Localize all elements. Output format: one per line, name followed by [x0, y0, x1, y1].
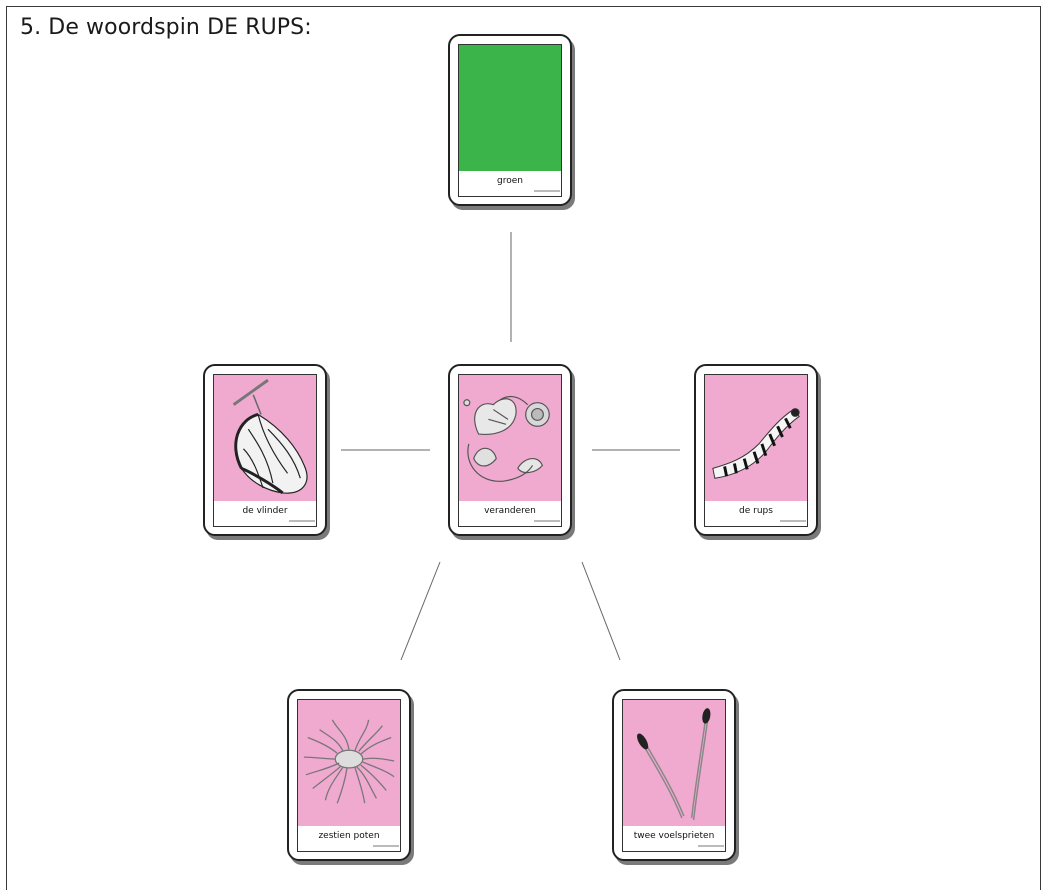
sixteen-legs-icon: [297, 699, 401, 827]
card-de-rups[interactable]: de rups: [694, 364, 818, 536]
card-footer-mark: [534, 520, 560, 522]
card-label: de vlinder: [213, 501, 317, 527]
card-twee-voelsprieten[interactable]: twee voelsprieten: [612, 689, 736, 861]
card-label: twee voelsprieten: [622, 826, 726, 852]
caterpillar-icon: [704, 374, 808, 502]
card-veranderen[interactable]: veranderen: [448, 364, 572, 536]
page-frame: [6, 6, 1041, 890]
butterfly-lifecycle-icon: [458, 374, 562, 502]
green-color-swatch-icon: [458, 44, 562, 172]
antennae-icon: [622, 699, 726, 827]
card-footer-mark: [698, 845, 724, 847]
card-footer-mark: [289, 520, 315, 522]
card-groen[interactable]: groen: [448, 34, 572, 206]
card-de-vlinder[interactable]: de vlinder: [203, 364, 327, 536]
card-footer-mark: [780, 520, 806, 522]
page-title: 5. De woordspin DE RUPS:: [20, 15, 312, 40]
card-footer-mark: [373, 845, 399, 847]
card-label: groen: [458, 171, 562, 197]
card-label: zestien poten: [297, 826, 401, 852]
card-zestien-poten[interactable]: zestien poten: [287, 689, 411, 861]
butterfly-icon: [213, 374, 317, 502]
connector-bottom-left: [400, 561, 441, 661]
connector-bottom-right: [581, 561, 621, 661]
card-label: veranderen: [458, 501, 562, 527]
card-label: de rups: [704, 501, 808, 527]
card-footer-mark: [534, 190, 560, 192]
